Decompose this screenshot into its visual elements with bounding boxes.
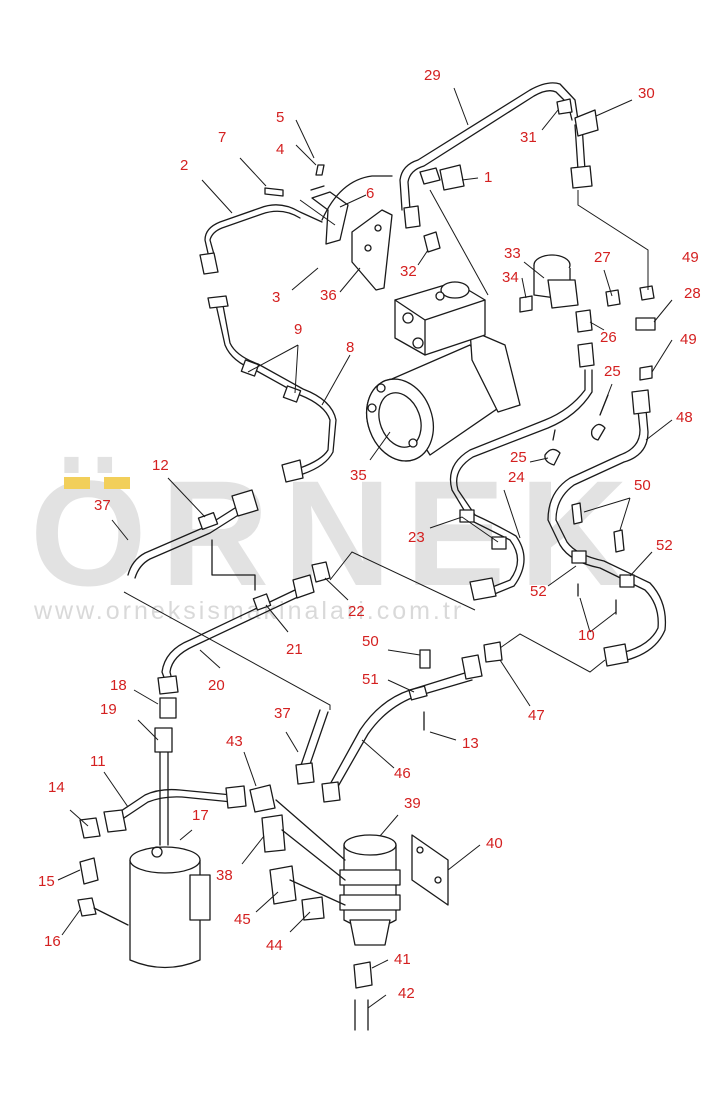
hose-46 [321, 641, 503, 803]
callout-20: 20 [208, 677, 225, 694]
callout-37a: 37 [94, 497, 111, 514]
callout-16: 16 [44, 933, 61, 950]
callout-47: 47 [528, 707, 545, 724]
callout-30: 30 [638, 85, 655, 102]
callout-12: 12 [152, 457, 169, 474]
hose-20 [127, 489, 331, 695]
callout-9: 9 [294, 321, 302, 338]
callout-41: 41 [394, 951, 411, 968]
hose-11 [77, 785, 247, 926]
valve-33 [519, 254, 656, 381]
callout-49a: 49 [682, 249, 699, 266]
hose-37-lower [295, 709, 329, 785]
tank-17 [129, 697, 211, 969]
callout-32: 32 [400, 263, 417, 280]
callout-50b: 50 [362, 633, 379, 650]
compressor-assembly [366, 281, 521, 462]
callout-22: 22 [348, 603, 365, 620]
callout-1: 1 [484, 169, 492, 186]
callout-4: 4 [276, 141, 284, 158]
callout-33: 33 [504, 245, 521, 262]
callout-39: 39 [404, 795, 421, 812]
callout-14: 14 [48, 779, 65, 796]
callout-43: 43 [226, 733, 243, 750]
bracket-group [264, 164, 393, 291]
callout-15: 15 [38, 873, 55, 890]
callout-36: 36 [320, 287, 337, 304]
hose-48 [547, 389, 667, 667]
fittings-lower [249, 784, 346, 921]
callout-17: 17 [192, 807, 209, 824]
callout-5: 5 [276, 109, 284, 126]
callout-leaders [57, 87, 673, 1009]
callout-31: 31 [520, 129, 537, 146]
callout-42: 42 [398, 985, 415, 1002]
callout-29: 29 [424, 67, 441, 84]
watermark-accent-right [104, 477, 130, 489]
callout-11: 11 [90, 753, 106, 770]
callout-45: 45 [234, 911, 251, 928]
callout-52a: 52 [530, 583, 547, 600]
callout-48: 48 [676, 409, 693, 426]
callout-49b: 49 [680, 331, 697, 348]
callout-18: 18 [110, 677, 127, 694]
filter-39 [339, 834, 449, 1031]
callout-34: 34 [502, 269, 519, 286]
callout-25b: 25 [510, 449, 527, 466]
callout-23: 23 [408, 529, 425, 546]
hose-23 [449, 369, 593, 601]
callout-6: 6 [366, 185, 374, 202]
callout-24: 24 [508, 469, 525, 486]
callout-51: 51 [362, 671, 379, 688]
watermark-accent-left [64, 477, 90, 489]
callout-27: 27 [594, 249, 611, 266]
callout-52b: 52 [656, 537, 673, 554]
callout-37b: 37 [274, 705, 291, 722]
watermark-brand: ÖRNEK [30, 449, 642, 617]
watermark: ÖRNEK www.orneksismakinalari.com.tr [30, 449, 642, 625]
callout-26: 26 [600, 329, 617, 346]
callout-46: 46 [394, 765, 411, 782]
callout-2: 2 [180, 157, 188, 174]
connection-lines [123, 189, 649, 710]
callout-21: 21 [286, 641, 303, 658]
callout-35: 35 [350, 467, 367, 484]
callout-50a: 50 [634, 477, 651, 494]
callout-8: 8 [346, 339, 354, 356]
hose-29 [399, 82, 599, 253]
callout-10: 10 [578, 627, 595, 644]
callout-labels: 1 2 3 4 5 6 7 8 9 10 11 12 13 14 15 16 1… [38, 67, 701, 1002]
callout-19: 19 [100, 701, 117, 718]
callout-13: 13 [462, 735, 479, 752]
callout-7: 7 [218, 129, 226, 146]
callout-40: 40 [486, 835, 503, 852]
callout-38: 38 [216, 867, 233, 884]
upper-hoses [199, 175, 393, 483]
callout-44: 44 [266, 937, 283, 954]
callout-25a: 25 [604, 363, 621, 380]
callout-28: 28 [684, 285, 701, 302]
callout-3: 3 [272, 289, 280, 306]
